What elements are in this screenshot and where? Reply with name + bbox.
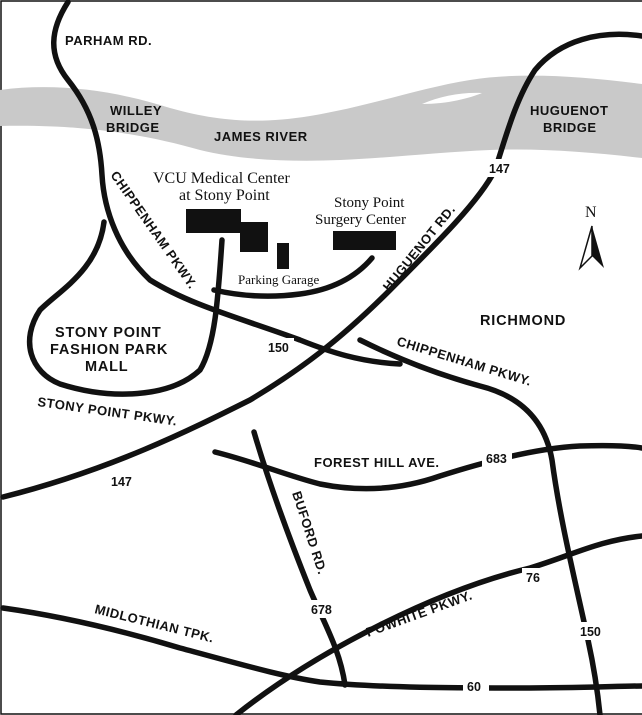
vcu-medical-center-annex [240,222,268,252]
road-midlothian [0,605,642,691]
road-stony-point-pkwy [26,219,225,397]
road-buford [251,429,348,688]
label-forest-hill-ave: FOREST HILL AVE. [314,455,440,470]
label-surgery-center-1: Stony Point [334,195,405,211]
route-683: 683 [486,452,507,466]
route-147-west: 147 [111,475,132,489]
route-147-west-bg [106,472,136,490]
label-parking-garage: Parking Garage [238,272,319,287]
north-arrow-label: N [585,204,597,221]
label-stony-point-mall-2: FASHION PARK [50,342,168,358]
label-willey-bridge-1: WILLEY [110,103,162,118]
vcu-medical-center-building [186,209,241,233]
north-arrow-fill-icon [592,226,604,268]
north-arrow: N [578,204,604,271]
route-150-center-bg [264,338,294,356]
route-678: 678 [311,603,332,617]
route-60: 60 [467,680,481,694]
route-147-north-bg [486,159,514,177]
label-huguenot-bridge-1: HUGUENOT [530,103,608,118]
label-james-river: JAMES RIVER [214,129,308,144]
label-huguenot-bridge-2: BRIDGE [543,120,597,135]
road-stony-point-access [211,255,375,299]
route-76: 76 [526,571,540,585]
road-forest-hill [212,442,642,492]
label-parham-rd: PARHAM RD. [65,33,152,48]
label-vcu-medical-center-2: at Stony Point [179,187,270,204]
route-150-south-bg [576,622,606,640]
buildings [186,209,396,269]
label-vcu-medical-center-1: VCU Medical Center [153,170,291,187]
route-683-bg [482,449,512,467]
river-island [422,92,482,104]
surgery-center-building [333,231,396,250]
route-76-bg [522,568,546,586]
route-150-south: 150 [580,625,601,639]
road-huguenot-147 [0,31,642,500]
parking-garage-building [277,243,289,269]
label-willey-bridge-2: BRIDGE [106,120,160,135]
road-parham-chippenham [51,0,403,367]
james-river [0,75,642,161]
label-stony-point-mall-1: STONY POINT [55,325,162,341]
label-richmond: RICHMOND [480,313,566,329]
route-147-north: 147 [489,162,510,176]
label-stony-point-mall-3: MALL [85,359,128,375]
route-150-center: 150 [268,341,289,355]
label-surgery-center-2: Surgery Center [315,212,406,228]
route-60-bg [463,677,489,695]
road-powhite [233,533,642,715]
route-678-bg [308,600,338,618]
road-chippenham-east [357,337,603,715]
route-markers: 147 150 147 683 76 678 150 60 [106,159,606,695]
